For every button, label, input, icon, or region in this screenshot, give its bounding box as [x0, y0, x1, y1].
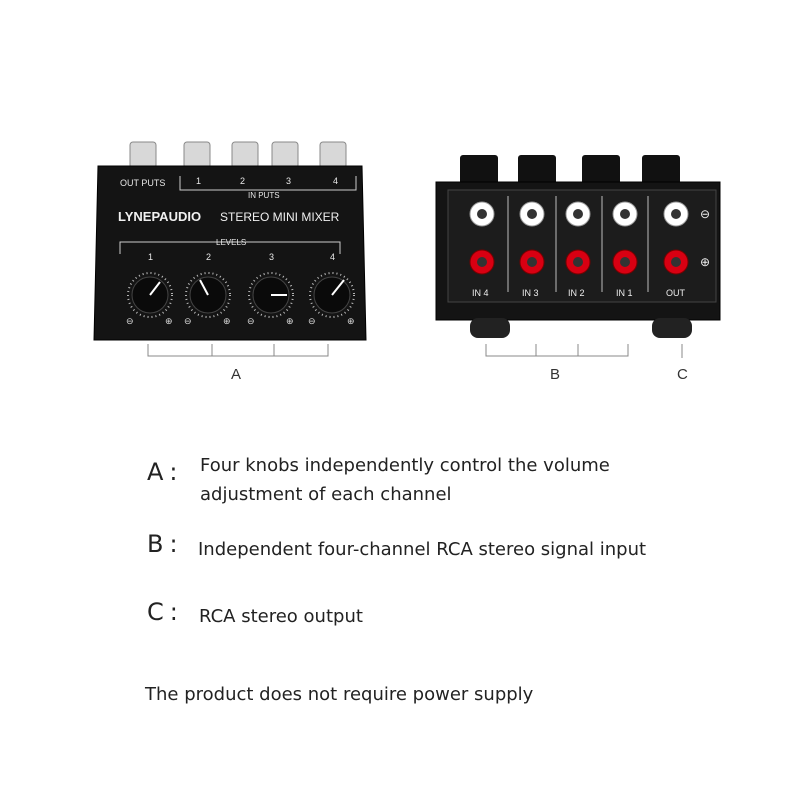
callout-b-description: Independent four-channel RCA stereo sign… [198, 539, 647, 560]
volume-knob-4: 4 [309, 252, 355, 318]
bracket-a: A [147, 344, 329, 383]
input-number-2: 2 [240, 176, 245, 186]
bracket-b: B [485, 344, 629, 383]
svg-text:⊕: ⊕ [286, 316, 294, 326]
callout-c-letter: C: [147, 598, 178, 626]
footer-note: The product does not require power suppl… [145, 684, 534, 705]
callout-a-description: Four knobs independently control the vol… [200, 455, 610, 505]
bracket-b-label: B [550, 366, 560, 383]
svg-text:⊖: ⊖ [184, 316, 192, 326]
callout-c-description: RCA stereo output [199, 606, 363, 627]
rear-minus-symbol: ⊖ [700, 207, 710, 221]
svg-text:⊕: ⊕ [347, 316, 355, 326]
svg-text:⊖: ⊖ [247, 316, 255, 326]
inputs-label: IN PUTS [248, 191, 280, 200]
volume-knob-2: 2 [185, 252, 231, 318]
rear-jack-in4: IN 4 [469, 201, 495, 298]
rear-jack-in3: IN 3 [519, 201, 545, 298]
svg-text:⊖: ⊖ [126, 316, 134, 326]
front-panel-image: OUT PUTS 1 2 3 4 IN PUTS LYNEPAUDIO STER… [93, 141, 367, 341]
input-number-3: 3 [286, 176, 291, 186]
rear-jack-in2: IN 2 [565, 201, 591, 298]
bracket-c: C [677, 344, 688, 383]
volume-knob-1: 1 [127, 252, 173, 318]
callout-a-letter: A: [147, 458, 178, 486]
front-top-jacks [129, 141, 347, 169]
svg-text:1: 1 [148, 252, 153, 262]
svg-text:⊕: ⊕ [223, 316, 231, 326]
knob-min-max-symbols: ⊖ ⊕ ⊖ ⊕ ⊖ ⊕ ⊖ ⊕ [126, 316, 355, 326]
svg-text:IN 3: IN 3 [522, 288, 539, 298]
rear-panel-image: IN 4 IN 3 IN 2 IN 1 OUT ⊖ ⊕ [435, 155, 721, 338]
front-body [93, 165, 367, 341]
rear-jack-in1: IN 1 [612, 201, 638, 298]
input-number-4: 4 [333, 176, 338, 186]
svg-text:IN 2: IN 2 [568, 288, 585, 298]
levels-label: LEVELS [216, 238, 246, 247]
svg-text:IN 1: IN 1 [616, 288, 633, 298]
svg-text:OUT: OUT [666, 288, 686, 298]
callout-b-letter: B: [147, 530, 178, 558]
svg-text:IN 4: IN 4 [472, 288, 489, 298]
svg-text:2: 2 [206, 252, 211, 262]
model-name: STEREO MINI MIXER [220, 210, 340, 224]
outputs-label: OUT PUTS [120, 178, 165, 188]
bracket-a-label: A [231, 366, 241, 383]
brand-logo: LYNEPAUDIO [118, 209, 201, 224]
svg-text:3: 3 [269, 252, 274, 262]
bracket-c-label: C [677, 366, 688, 383]
svg-text:⊖: ⊖ [308, 316, 316, 326]
rear-plus-symbol: ⊕ [700, 255, 710, 269]
svg-text:⊕: ⊕ [165, 316, 173, 326]
rear-jack-out: OUT [663, 201, 689, 298]
volume-knob-3: 3 [248, 252, 294, 318]
input-number-1: 1 [196, 176, 201, 186]
svg-text:4: 4 [330, 252, 335, 262]
